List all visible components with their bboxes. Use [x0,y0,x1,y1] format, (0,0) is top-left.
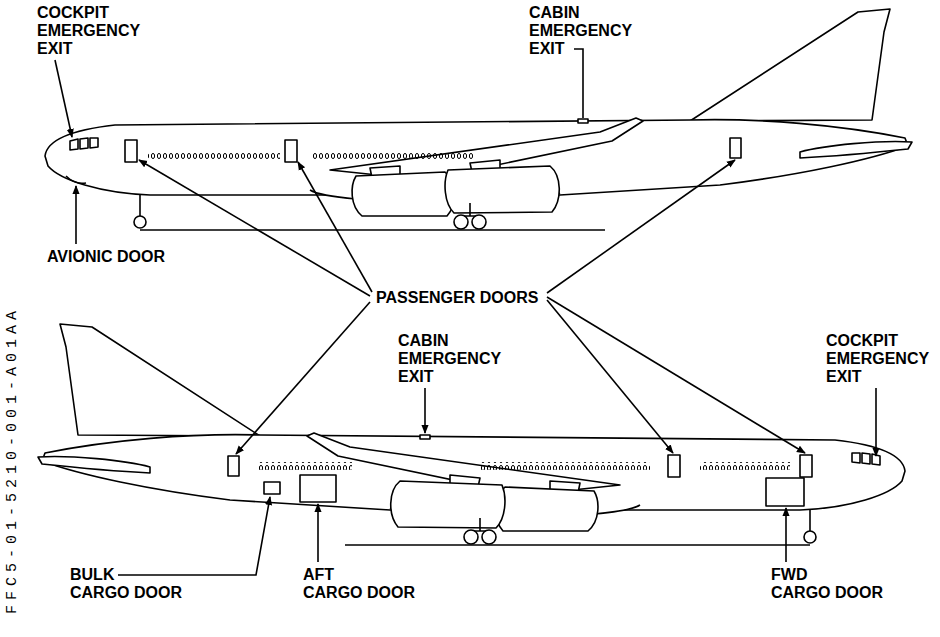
avionic-door [66,176,86,183]
label-line: CABIN [529,4,632,22]
figure-code: FFC5-01-5210-001-A01AA [4,306,22,614]
callout-label: COCKPIT EMERGENCY EXIT [37,4,140,58]
label-line: EMERGENCY [37,22,140,40]
fwd-cargo-door [766,478,804,506]
leader-line [574,49,583,118]
label-line: EXIT [529,40,632,58]
callout-label: CABIN EMERGENCY EXIT [398,332,501,386]
callout-label: CABIN EMERGENCY EXIT [529,4,632,58]
label-line: AFT [303,566,415,584]
label-line: CARGO DOOR [771,584,883,602]
callout-label: PASSENGER DOORS [376,289,538,307]
label-line: EXIT [826,368,929,386]
callout-label: BULK CARGO DOOR [70,566,182,602]
window-row [258,462,352,470]
passenger-door [228,456,239,476]
label-line: EMERGENCY [826,350,929,368]
window-row [312,151,474,159]
passenger-door [800,455,812,477]
leader-line [55,60,72,137]
label-line: EXIT [37,40,140,58]
passenger-door [668,455,680,477]
leader-line [118,497,270,575]
label-line: EMERGENCY [398,350,501,368]
aft-cargo-door [300,475,336,502]
leader-line [547,160,735,293]
leader-line [298,162,372,292]
callout-label: AFT CARGO DOOR [303,566,415,602]
cabin-emergency-exit [578,119,588,123]
leader-line [424,388,426,433]
passenger-door [730,138,741,158]
window-row [148,151,280,159]
passenger-door [125,140,137,162]
callout-label: AVIONIC DOOR [47,248,165,266]
label-line: FWD [771,566,883,584]
cabin-emergency-exit [420,435,430,439]
label-line: BULK [70,566,182,584]
leader-lines [55,49,876,575]
label-line: COCKPIT [37,4,140,22]
aircraft-left-side [45,9,912,230]
callout-label: COCKPIT EMERGENCY EXIT [826,332,929,386]
label-line: EMERGENCY [529,22,632,40]
label-line: COCKPIT [826,332,929,350]
leader-line [236,302,370,454]
leader-line [875,388,877,456]
label-line: CARGO DOOR [70,584,182,602]
label-line: CABIN [398,332,501,350]
passenger-door [285,140,297,162]
window-row [700,462,790,470]
leader-line [547,300,673,453]
label-line: CARGO DOOR [303,584,415,602]
bulk-cargo-door [264,482,280,494]
label-line: EXIT [398,368,501,386]
leader-line [785,508,787,562]
leader-line [317,504,319,562]
leader-line [75,186,77,244]
window-row [480,462,650,470]
callout-label: FWD CARGO DOOR [771,566,883,602]
leader-line [547,297,805,453]
